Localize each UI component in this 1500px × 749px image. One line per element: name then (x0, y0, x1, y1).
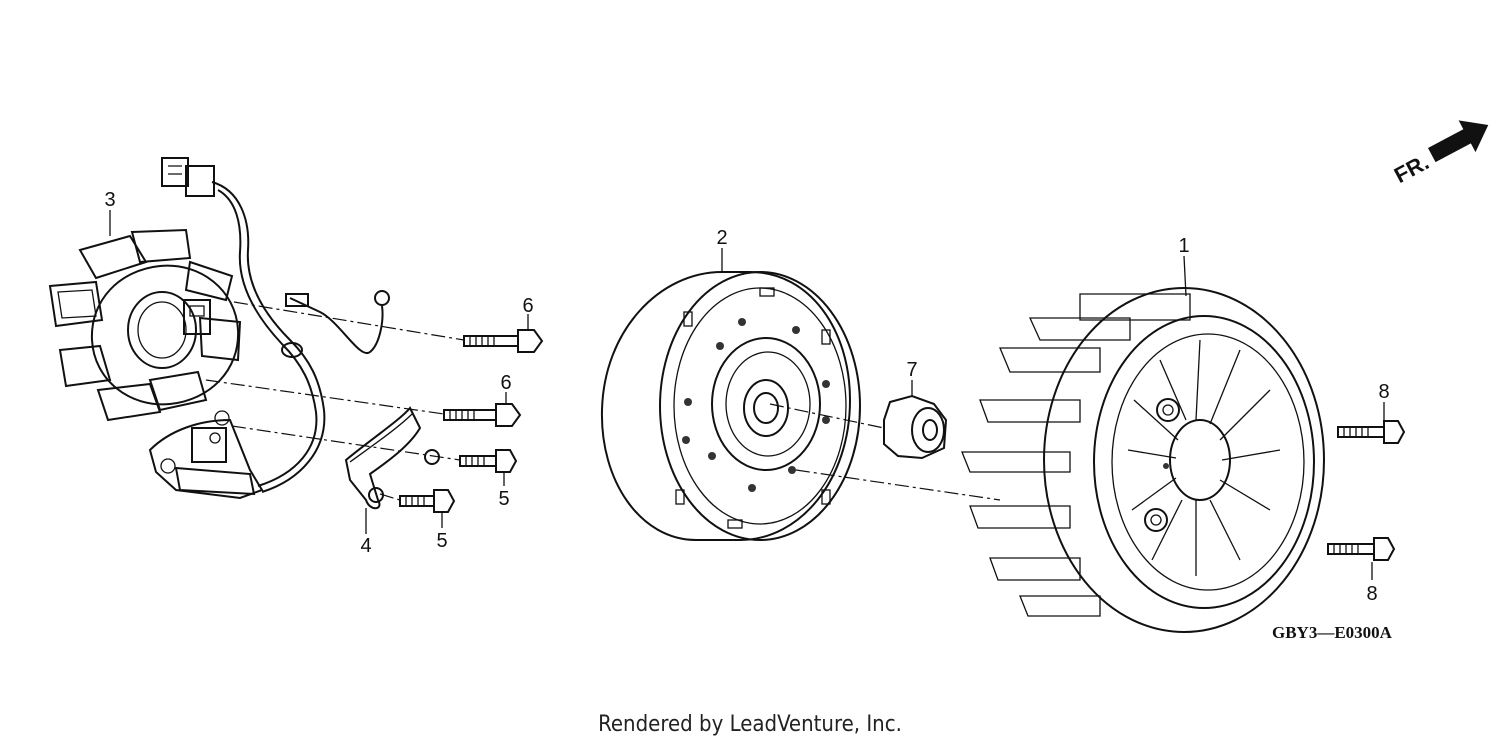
bolt-6-upper[interactable] (463, 329, 544, 353)
callout-5-upper: 5 (498, 488, 509, 510)
wire-clamp[interactable] (344, 406, 440, 510)
callout-8-upper: 8 (1378, 381, 1389, 403)
callout-4: 4 (360, 535, 371, 557)
bolt-5-lower[interactable] (399, 489, 456, 513)
footer-credit: Rendered by LeadVenture, Inc. (598, 712, 902, 737)
flywheel[interactable] (600, 271, 861, 541)
callout-5-lower: 5 (436, 530, 447, 552)
callout-7: 7 (906, 359, 917, 381)
callout-2: 2 (716, 227, 727, 249)
stator-assembly[interactable] (48, 157, 390, 500)
cooling-fan[interactable] (961, 287, 1325, 633)
callout-3: 3 (104, 189, 115, 211)
bolt-6-lower[interactable] (443, 403, 522, 427)
flywheel-nut[interactable] (883, 394, 948, 460)
callout-6-upper: 6 (522, 295, 533, 317)
front-direction-indicator: FR. (1390, 120, 1489, 188)
callout-8-lower: 8 (1366, 583, 1377, 605)
front-arrow-icon (1428, 120, 1489, 163)
callout-6-lower: 6 (500, 372, 511, 394)
callout-labels: 3 2 1 4 6 6 5 5 7 8 8 (104, 189, 1389, 605)
callout-leaders (109, 210, 1385, 580)
assembly-lines (205, 301, 1001, 501)
bolt-8-lower[interactable] (1327, 537, 1396, 561)
diagram-code: GBY3—E0300A (1272, 623, 1393, 642)
bolt-8-upper[interactable] (1337, 420, 1406, 444)
front-direction-label: FR. (1390, 149, 1433, 188)
callout-1: 1 (1178, 235, 1189, 257)
bolt-5-upper[interactable] (459, 449, 518, 473)
